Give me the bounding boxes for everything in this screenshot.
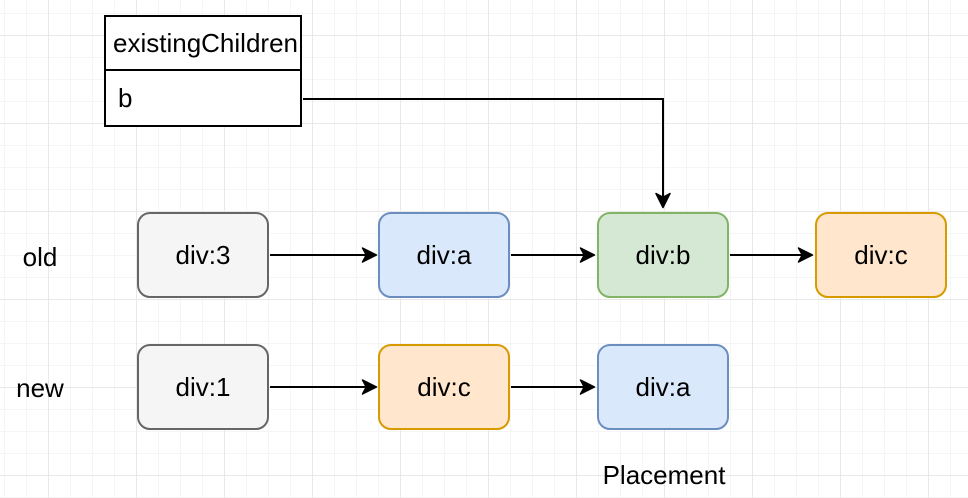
old-list-label: old [22, 242, 58, 272]
node-label: div:b [635, 239, 691, 270]
new-list-label: new [16, 373, 64, 403]
node-new-div-a: div:a [597, 344, 729, 430]
node-label: div:a [635, 371, 691, 402]
node-old-div-3: div:3 [137, 212, 269, 298]
node-label: div:1 [175, 371, 231, 402]
node-old-div-b: div:b [597, 212, 729, 298]
node-label: div:3 [175, 239, 231, 270]
node-new-div-1: div:1 [137, 344, 269, 430]
node-new-div-c: div:c [378, 344, 510, 430]
node-old-div-c: div:c [815, 212, 947, 298]
node-label: div:a [416, 239, 472, 270]
existing-children-table-header: existingChildren [106, 17, 300, 71]
node-label: div:c [854, 239, 908, 270]
node-label: div:c [417, 371, 471, 402]
placement-annotation: Placement [602, 460, 726, 490]
arrow-map-b-to-div-b [303, 98, 671, 209]
existing-children-table-row-b: b [118, 82, 133, 113]
existing-children-table: existingChildren b [104, 15, 302, 127]
node-old-div-a: div:a [378, 212, 510, 298]
